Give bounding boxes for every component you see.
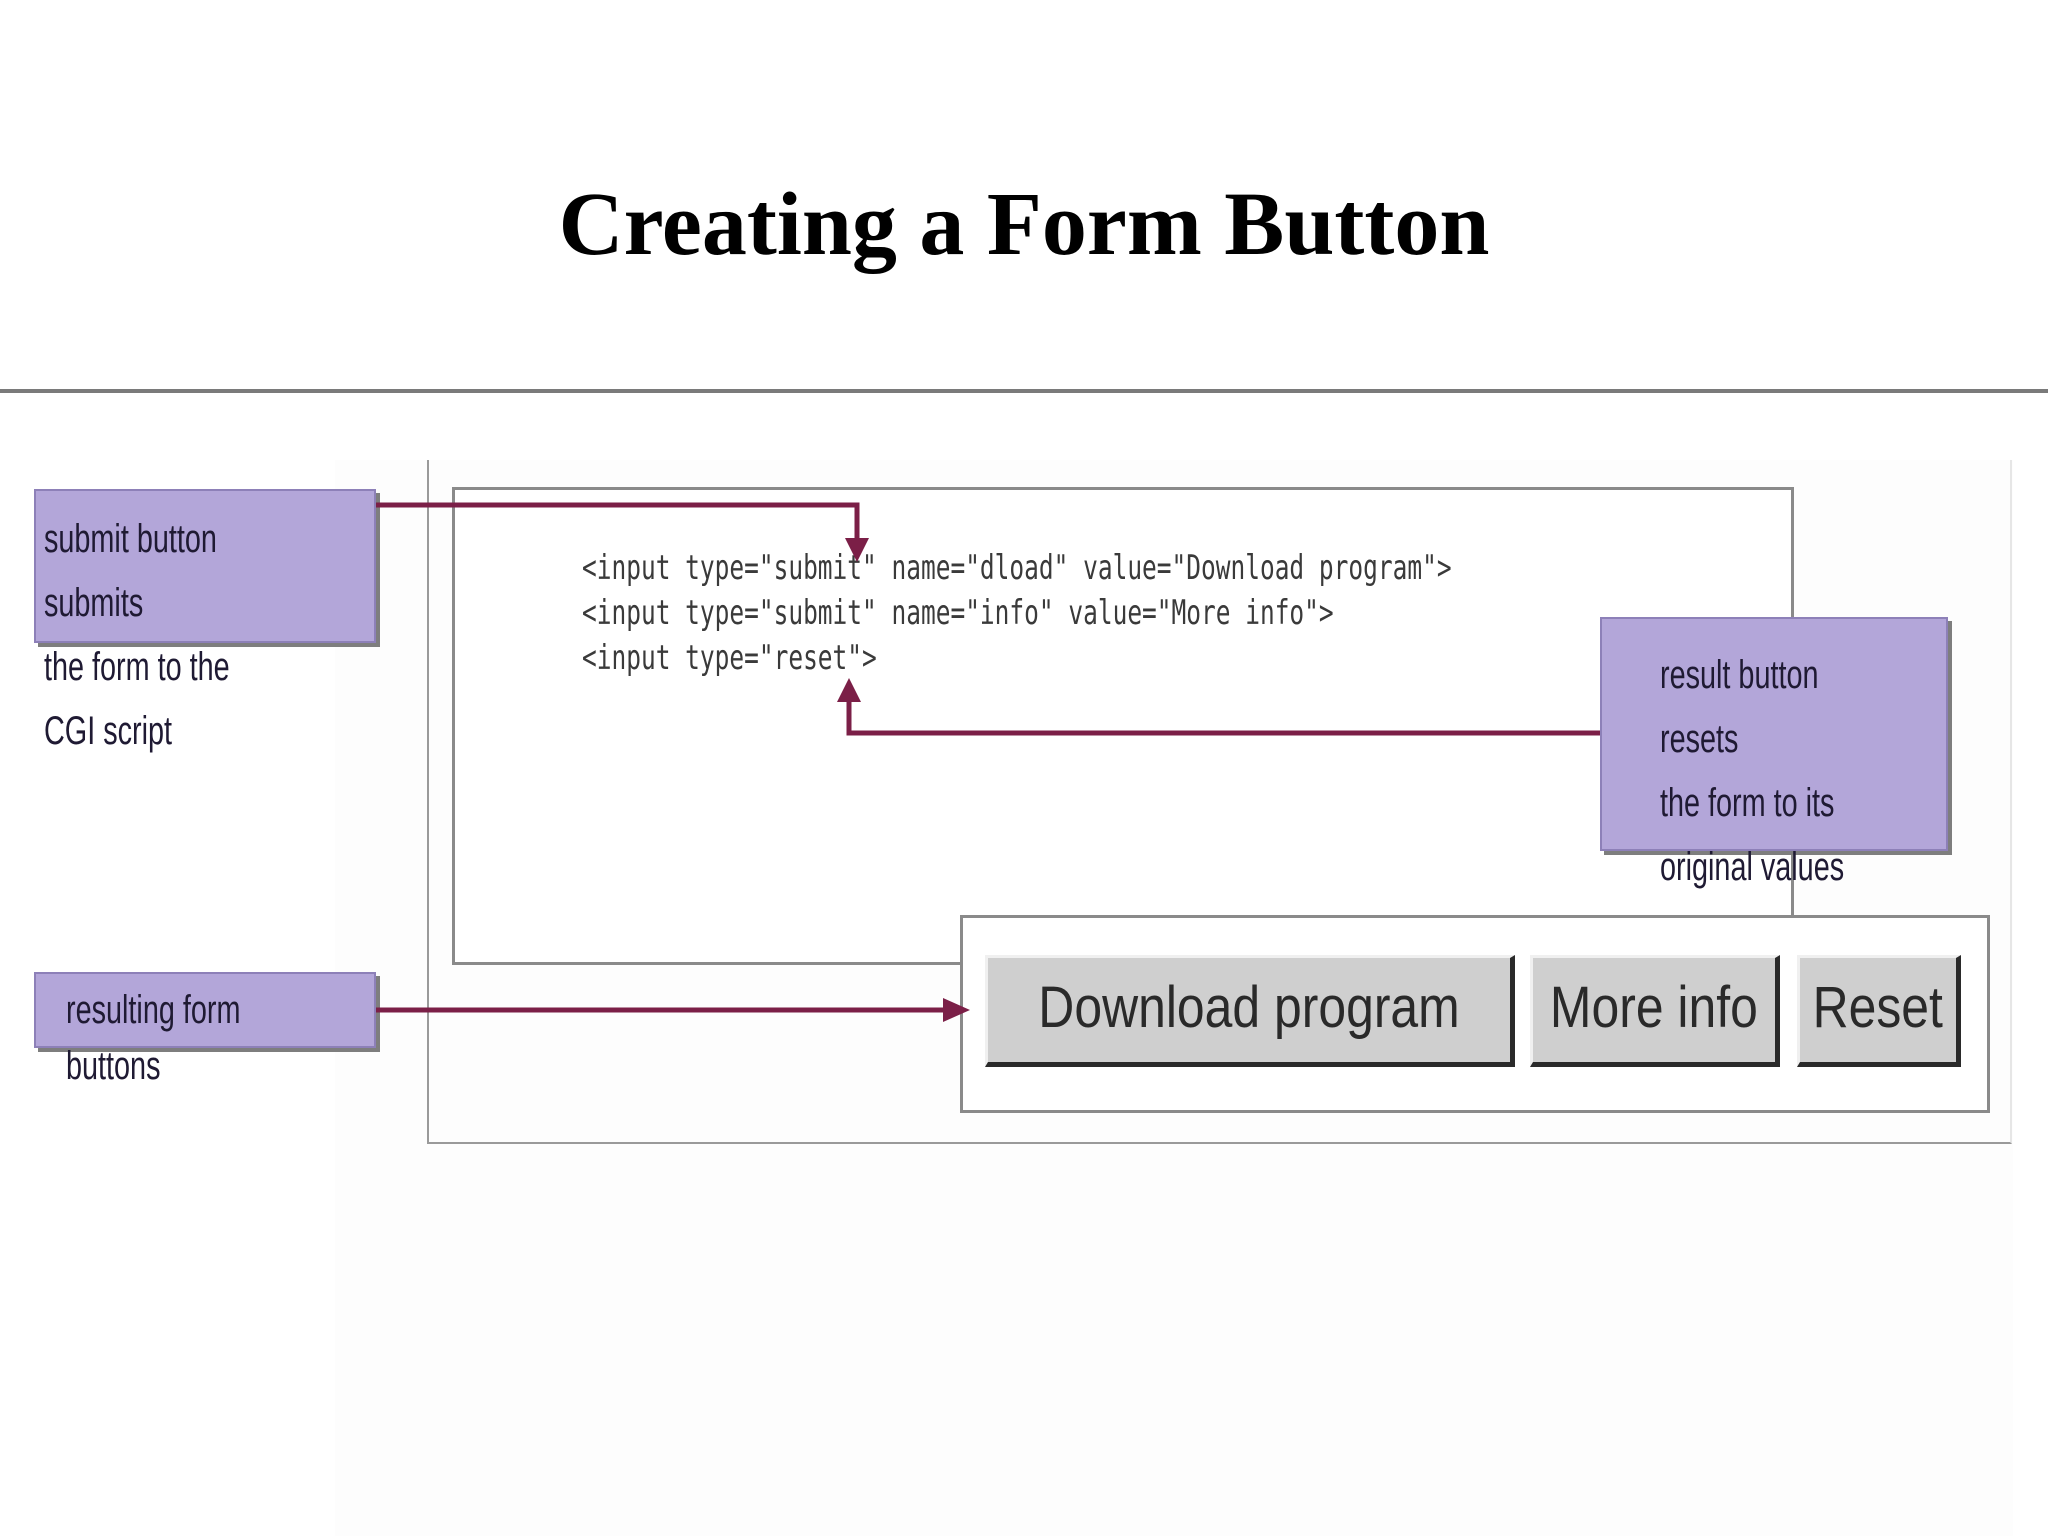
callout-submit-button: submit button submits the form to the CG… xyxy=(34,489,376,753)
callout-submit-text: submit button submits the form to the CG… xyxy=(44,517,230,753)
code-line-submit-dload: <input type="submit" name="dload" value=… xyxy=(582,548,1452,588)
callout-reset-text: result button resets the form to its ori… xyxy=(1660,653,1845,889)
callout-reset-button: result button resets the form to its ori… xyxy=(1600,617,1948,889)
download-program-button-label: Download program xyxy=(1038,975,1460,1040)
download-program-button[interactable]: Download program xyxy=(985,955,1515,1067)
reset-button[interactable]: Reset xyxy=(1797,955,1961,1067)
more-info-button[interactable]: More info xyxy=(1530,955,1780,1067)
reset-button-label: Reset xyxy=(1812,975,1944,1040)
more-info-button-label: More info xyxy=(1550,975,1758,1040)
code-line-submit-info: <input type="submit" name="info" value="… xyxy=(582,593,1334,633)
callout-result-text: resulting form buttons xyxy=(66,988,241,1088)
slide-title: Creating a Form Button xyxy=(558,175,1490,274)
figure-frame xyxy=(427,460,2012,1144)
callout-resulting-buttons: resulting form buttons xyxy=(34,972,376,1088)
title-divider xyxy=(0,389,2048,393)
code-line-reset: <input type="reset"> xyxy=(582,638,877,678)
